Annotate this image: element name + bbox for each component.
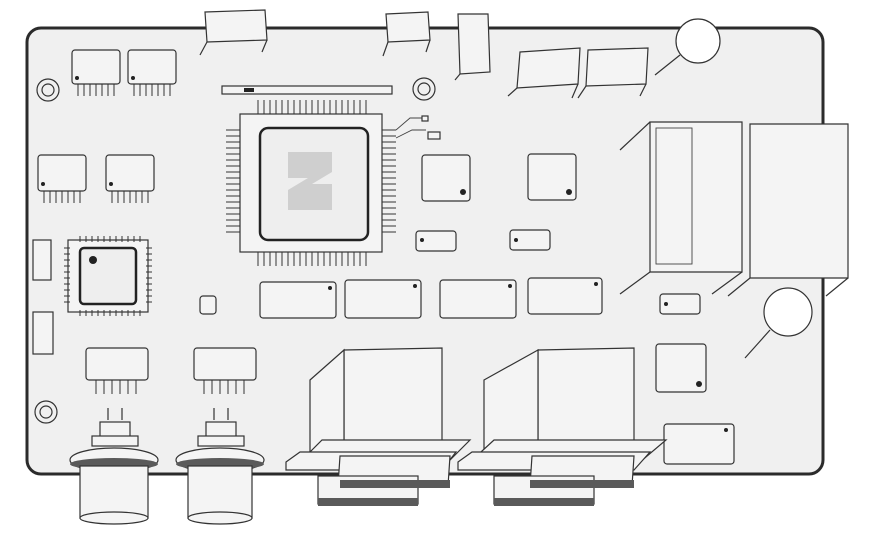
top-right-crystal (654, 18, 721, 76)
bnc-connector-2 (175, 408, 265, 525)
mid-small-chip-1 (415, 230, 457, 252)
memory-chip-1 (259, 281, 337, 319)
small-ic-4 (105, 154, 155, 203)
bnc-connector-1 (69, 408, 159, 525)
right-square-chip (655, 343, 707, 393)
top-connector-3 (454, 13, 491, 81)
mounting-hole-top-left (36, 78, 60, 102)
left-qfp-chip (64, 236, 152, 316)
right-small-chip (659, 293, 701, 315)
left-component-1 (32, 239, 52, 281)
relay-2 (193, 347, 257, 394)
small-ic-1 (71, 49, 121, 96)
mounting-hole-top-mid (412, 77, 436, 101)
small-ic-2 (127, 49, 177, 96)
pin-header (221, 85, 393, 95)
right-bottom-chip (663, 423, 735, 465)
memory-chip-3 (439, 279, 517, 319)
mounting-hole-bottom-left (34, 400, 58, 424)
top-relay-1 (507, 47, 581, 99)
top-connector-2 (382, 11, 431, 57)
memory-chip-4 (527, 277, 603, 315)
processor-logo (288, 152, 332, 210)
dsub-connector-2 (457, 347, 668, 506)
right-crystal (744, 287, 813, 359)
mid-chip-2 (527, 153, 577, 201)
top-relay-2 (577, 47, 649, 99)
memory-chip-2 (344, 279, 422, 319)
mid-small-chip-2 (509, 229, 551, 251)
right-transformer-2 (727, 123, 849, 297)
relay-1 (85, 347, 149, 394)
mid-chip-1 (421, 154, 471, 202)
main-processor (226, 100, 396, 266)
left-component-2 (32, 311, 54, 355)
tiny-component (199, 295, 217, 315)
right-transformer-1 (619, 121, 743, 295)
small-ic-3 (37, 154, 87, 203)
dsub-connector-1 (285, 347, 472, 506)
top-connector-1 (199, 9, 268, 56)
